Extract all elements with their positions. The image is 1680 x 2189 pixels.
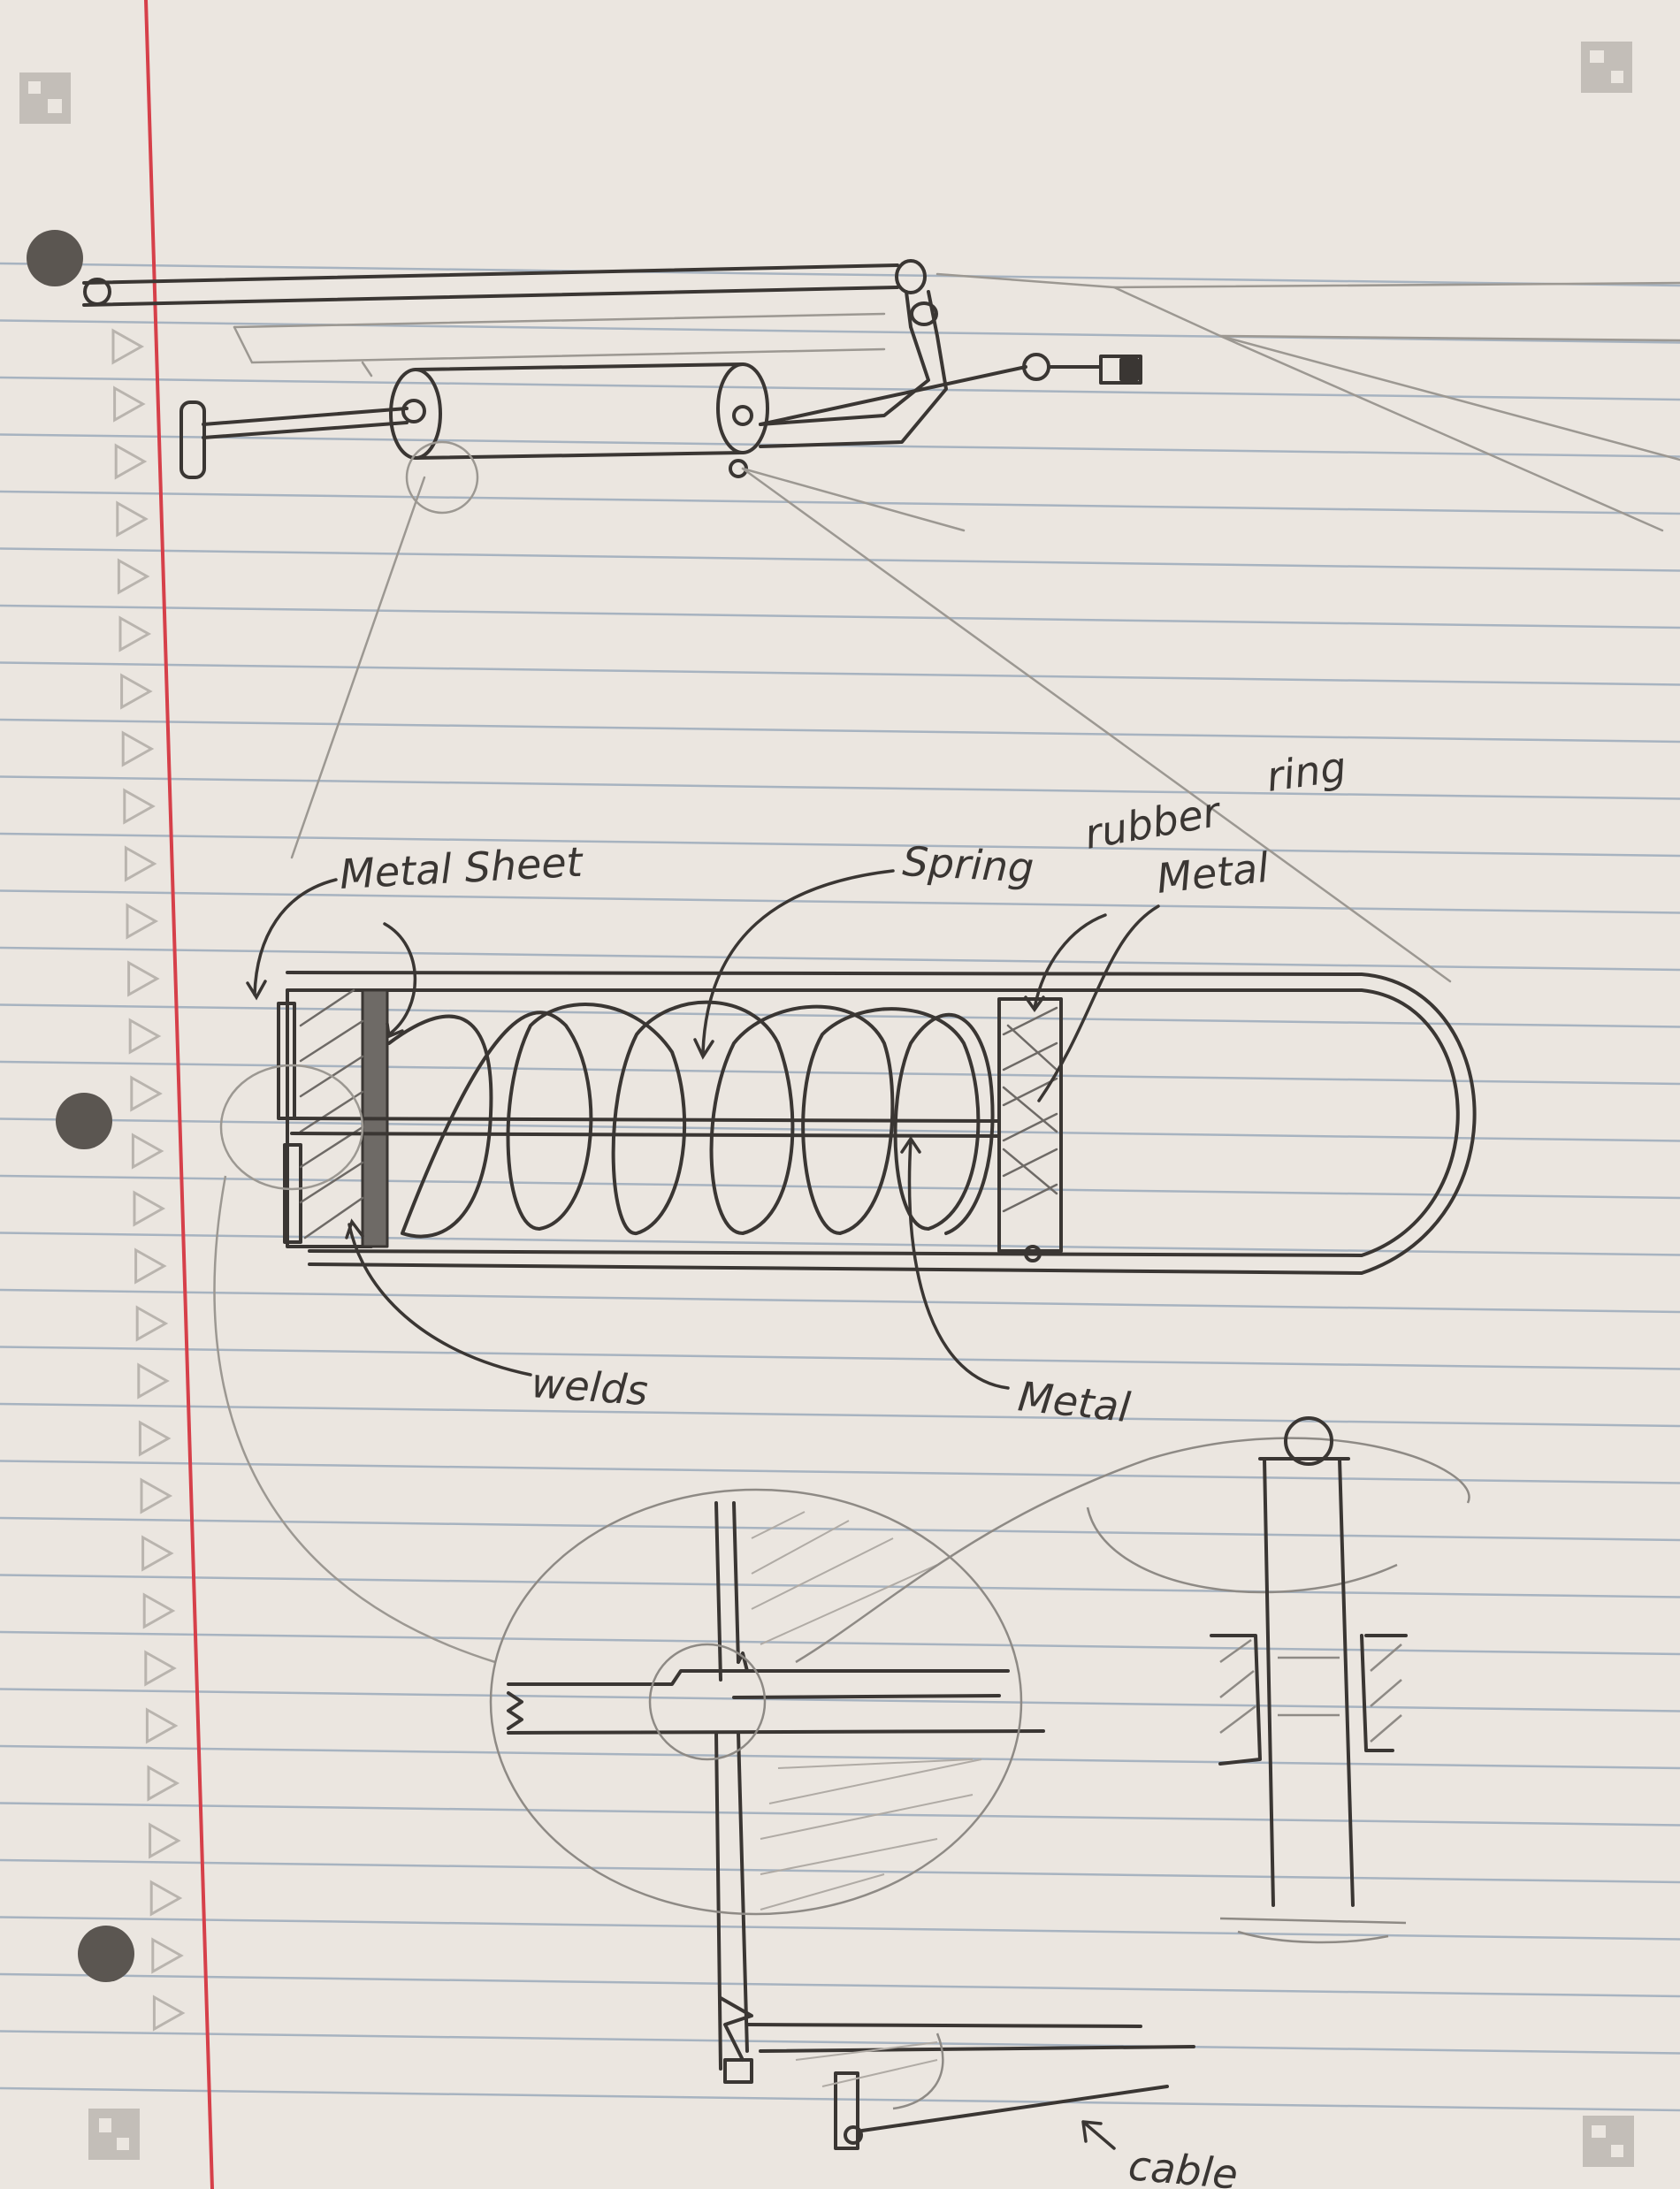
margin-triangle <box>145 1707 179 1744</box>
label-ring: ring <box>1264 743 1349 801</box>
ruled-line <box>0 1574 1680 1598</box>
ruled-line <box>0 1744 1680 1770</box>
margin-triangle <box>141 1535 174 1572</box>
margin-line <box>144 0 214 2189</box>
margin-triangles <box>111 328 186 2032</box>
margin-triangle <box>144 1650 177 1687</box>
ruled-line <box>0 262 1680 287</box>
corner-marker <box>19 72 71 124</box>
ruled-line <box>0 490 1680 515</box>
margin-triangle <box>127 960 160 997</box>
margin-triangle <box>114 443 148 480</box>
label-welds: welds <box>530 1359 649 1415</box>
ruled-line <box>0 775 1680 800</box>
margin-triangle <box>128 1018 162 1055</box>
margin-triangle <box>130 1075 163 1112</box>
margin-triangle <box>117 558 150 595</box>
top-mechanism-sketch <box>82 259 1142 479</box>
ruled-line <box>0 2030 1680 2055</box>
ruled-line <box>0 889 1680 914</box>
ruled-line <box>0 319 1680 344</box>
cable-arrow <box>1081 2120 1116 2150</box>
label-metal-sheet: Metal Sheet <box>339 838 585 898</box>
margin-triangle <box>118 615 152 652</box>
binder-hole <box>56 1093 112 1149</box>
ruled-line <box>0 718 1680 744</box>
ruled-line <box>0 1117 1680 1142</box>
callout-leaders <box>246 869 1160 1390</box>
label-rubber: rubber <box>1081 787 1226 858</box>
ruled-line <box>0 2086 1680 2112</box>
label-metal-bottom: Metal <box>1016 1372 1133 1431</box>
joint-faint-region <box>489 1437 1470 2110</box>
margin-triangle <box>152 1995 186 2032</box>
ruled-line <box>0 1346 1680 1370</box>
margin-triangle <box>111 328 145 365</box>
ball-post-sketch <box>1210 1416 1408 1907</box>
ruled-line <box>0 661 1680 686</box>
margin-triangle <box>135 1305 169 1342</box>
margin-triangle <box>137 1362 170 1400</box>
label-spring: Spring <box>901 837 1035 892</box>
ruled-line <box>0 376 1680 401</box>
corner-marker <box>88 2109 140 2160</box>
margin-triangle <box>123 788 156 825</box>
ruled-line <box>0 1630 1680 1656</box>
margin-triangle <box>121 730 155 767</box>
top-sketch-faint-lines <box>233 272 1680 983</box>
margin-triangle <box>149 1880 183 1917</box>
ruled-line <box>0 832 1680 858</box>
margin-triangle <box>133 1190 166 1227</box>
ruled-line <box>0 1232 1680 1256</box>
ruled-line <box>0 1288 1680 1314</box>
binder-hole <box>27 230 83 286</box>
corner-marker <box>1583 2116 1634 2167</box>
ruled-lines <box>0 262 1680 2112</box>
margin-triangle <box>120 673 153 710</box>
ruled-line <box>0 1060 1680 1086</box>
margin-triangle <box>113 385 146 423</box>
middle-sketch-faint <box>213 1064 496 1664</box>
spring-cylinder-sketch <box>277 971 1477 1275</box>
ruled-line <box>0 604 1680 629</box>
corner-markers <box>19 42 1634 2167</box>
ball-post-hatching <box>1219 1638 1407 1944</box>
ruled-line <box>0 1460 1680 1484</box>
binder-holes <box>27 230 134 1982</box>
margin-triangle <box>131 1133 164 1170</box>
margin-triangle <box>147 1765 180 1802</box>
ruled-line <box>0 1402 1680 1428</box>
label-metal-top: Metal <box>1155 843 1271 903</box>
corner-marker <box>1581 42 1632 93</box>
ruled-line <box>0 1688 1680 1712</box>
ruled-line <box>0 946 1680 972</box>
margin-triangle <box>142 1592 176 1629</box>
margin-triangle <box>149 1822 181 1859</box>
margin-triangle <box>151 1937 184 1974</box>
ruled-line <box>0 1916 1680 1941</box>
joint-detail-sketch <box>507 1501 1195 2150</box>
margin-triangle <box>140 1477 173 1514</box>
binder-hole <box>78 1926 134 1982</box>
ruled-line <box>0 1972 1680 1998</box>
ruled-line <box>0 547 1680 572</box>
margin-triangle <box>134 1247 167 1285</box>
ruled-line <box>0 1802 1680 1827</box>
margin-triangle <box>124 845 157 882</box>
spring-coil <box>387 1000 995 1239</box>
margin-triangle <box>138 1420 172 1457</box>
ruled-line <box>0 1174 1680 1200</box>
rubber-ring-plate <box>997 997 1063 1253</box>
ruled-line <box>0 1858 1680 1884</box>
margin-triangle <box>116 500 149 538</box>
label-cable: cable <box>1126 2141 1240 2189</box>
ruled-line <box>0 1516 1680 1542</box>
margin-triangle <box>126 903 159 940</box>
